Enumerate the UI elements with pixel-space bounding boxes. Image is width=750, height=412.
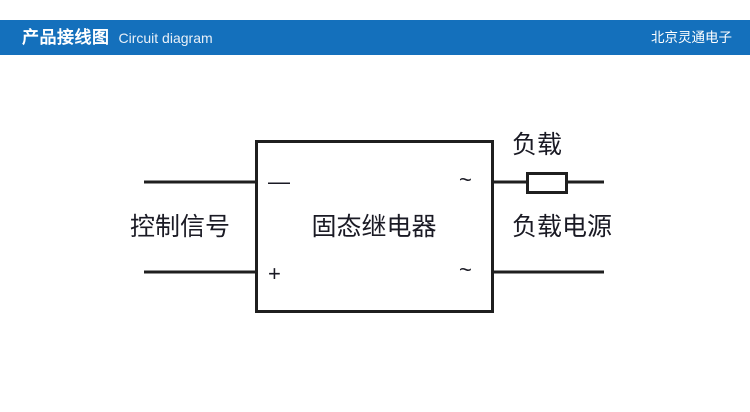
load-resistor-symbol <box>526 172 568 194</box>
page-title-english: Circuit diagram <box>118 30 213 46</box>
terminal-negative-symbol: — <box>268 169 290 194</box>
control-signal-label: 控制信号 <box>130 213 230 241</box>
circuit-diagram: — + ~ ~ 固态继电器 控制信号 负载 负载电源 <box>0 55 750 412</box>
terminal-ac-top-symbol: ~ <box>459 167 472 192</box>
page-header-bar: 产品接线图 Circuit diagram 北京灵通电子 <box>0 20 750 55</box>
terminal-ac-bottom-symbol: ~ <box>459 257 472 282</box>
load-label: 负载 <box>512 131 562 159</box>
header-title-group: 产品接线图 Circuit diagram <box>22 29 213 46</box>
terminal-positive-symbol: + <box>268 261 281 286</box>
page-title-chinese: 产品接线图 <box>22 28 110 47</box>
load-power-label: 负载电源 <box>512 213 612 241</box>
relay-box-label: 固态继电器 <box>311 213 436 241</box>
brand-name: 北京灵通电子 <box>651 29 732 45</box>
circuit-diagram-svg: — + ~ ~ 固态继电器 控制信号 负载 负载电源 <box>130 131 612 313</box>
relay-box <box>255 140 494 313</box>
